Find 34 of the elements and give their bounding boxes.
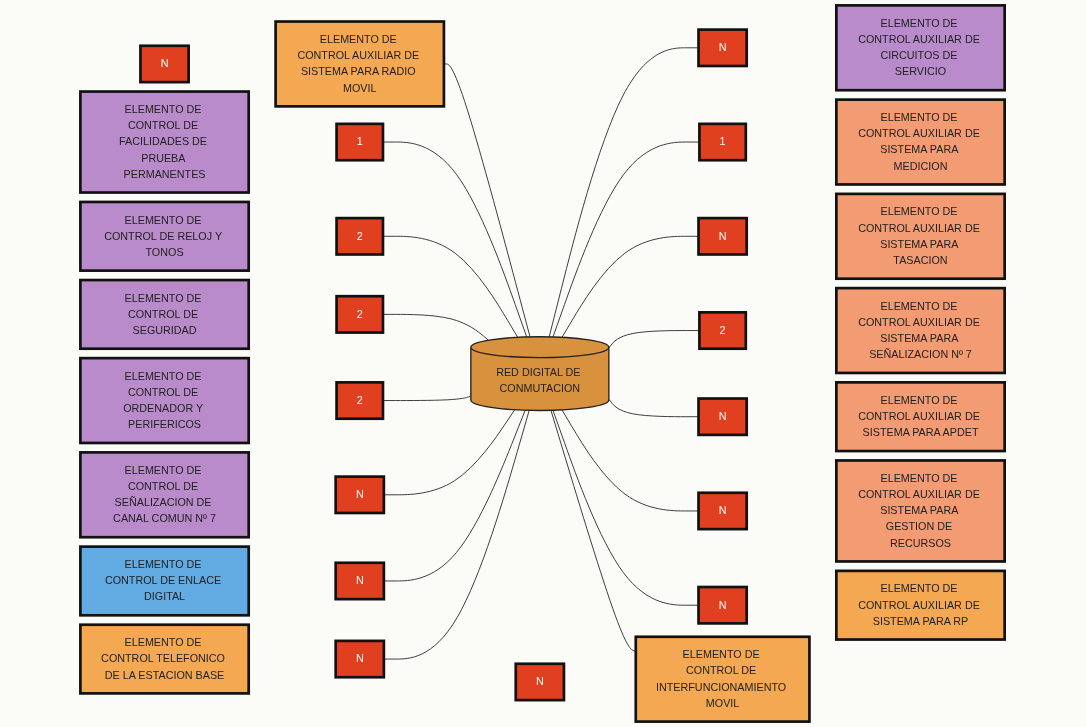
node-box: ELEMENTO DE CONTROL AUXILIAR DE CIRCUITOS DE SERVICIO xyxy=(835,4,1007,92)
node-box: N xyxy=(139,44,191,84)
node-box: ELEMENTO DE CONTROL TELEFONICO DE LA ESTACION BASE xyxy=(79,623,251,695)
node-box: ELEMENTO DE CONTROL DE FACILIDADES DE PRUEBA PERMANENTES xyxy=(79,90,251,194)
node-box: 1 xyxy=(698,122,748,162)
node-box: ELEMENTO DE CONTROL DE ORDENADOR Y PERIFERICOS xyxy=(79,356,251,445)
node-box: ELEMENTO DE CONTROL AUXILIAR DE SISTEMA PARA SEÑALIZACION Nº 7 xyxy=(835,286,1007,375)
node-box: N xyxy=(334,475,386,515)
node-box: ELEMENTO DE CONTROL DE ENLACE DIGITAL xyxy=(79,545,251,617)
node-box: N xyxy=(334,561,386,601)
node-box: ELEMENTO DE CONTROL DE SEÑALIZACION DE CANAL COMUN Nº 7 xyxy=(79,451,251,539)
node-box: ELEMENTO DE CONTROL AUXILIAR DE SISTEMA PARA APDET xyxy=(835,381,1007,453)
node-box: ELEMENTO DE CONTROL AUXILIAR DE SISTEMA PARA MEDICION xyxy=(835,98,1007,186)
node-box: 1 xyxy=(335,122,385,162)
node-box: ELEMENTO DE CONTROL DE INTERFUNCIONAMIENTO MOVIL xyxy=(634,635,812,723)
node-box: N xyxy=(697,28,749,68)
node-box: N xyxy=(697,491,749,531)
node-box: N xyxy=(334,639,386,679)
node-box: ELEMENTO DE CONTROL AUXILIAR DE SISTEMA PARA GESTION DE RECURSOS xyxy=(835,459,1007,563)
node-box: 2 xyxy=(335,381,385,421)
node-box: ELEMENTO DE CONTROL AUXILIAR DE SISTEMA PARA TASACION xyxy=(835,192,1007,281)
node-box: ELEMENTO DE CONTROL DE RELOJ Y TONOS xyxy=(79,200,251,272)
connector xyxy=(551,409,637,652)
node-box: N xyxy=(697,216,749,256)
node-box: 2 xyxy=(335,216,385,256)
node-box: ELEMENTO DE CONTROL AUXILIAR DE SISTEMA PARA RP xyxy=(835,569,1007,641)
node-box: 2 xyxy=(335,294,385,334)
node-box: N xyxy=(514,662,566,702)
connector xyxy=(549,47,700,338)
node-box: N xyxy=(697,397,749,437)
node-box: 2 xyxy=(698,311,748,351)
node-box: ELEMENTO DE CONTROL AUXILIAR DE SISTEMA PARA RADIO MOVIL xyxy=(274,20,446,108)
node-box: ELEMENTO DE CONTROL DE SEGURIDAD xyxy=(79,278,251,351)
node-box: N xyxy=(697,585,749,625)
